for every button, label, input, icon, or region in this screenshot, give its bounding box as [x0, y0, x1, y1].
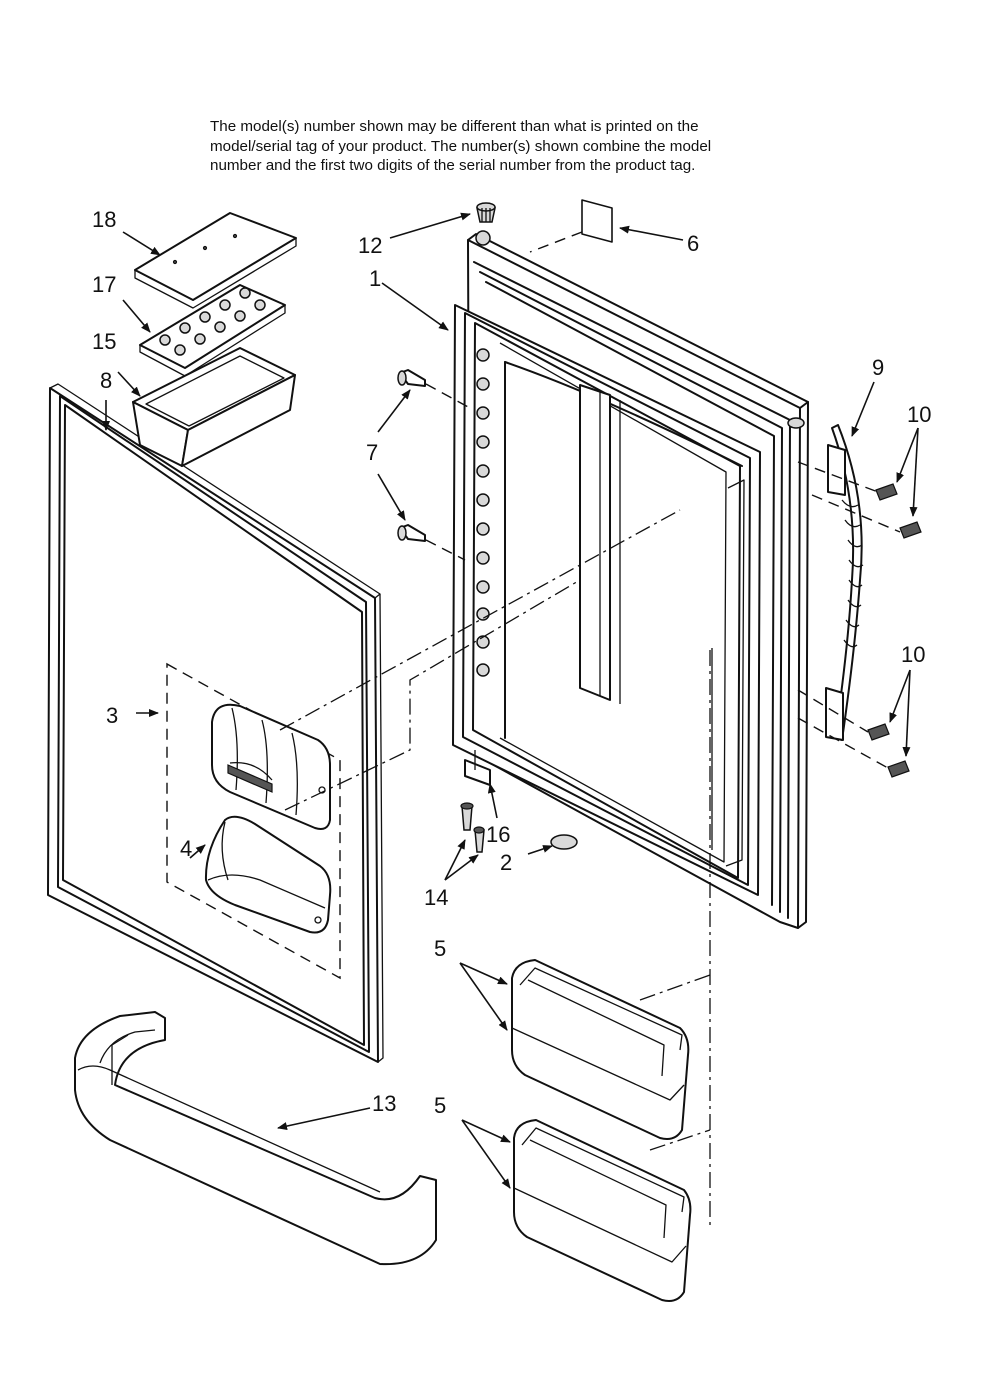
callout-14: 14 [424, 885, 448, 910]
note-line-3: number and the first two digits of the s… [210, 157, 696, 174]
hinge-cap [550, 834, 578, 850]
handle-screws [867, 483, 922, 778]
door-plug [476, 202, 496, 223]
callout-7: 7 [366, 440, 378, 465]
gasket-holes [476, 348, 490, 677]
callout-13: 13 [372, 1091, 396, 1116]
door-handle [825, 424, 864, 741]
note-line-1: The model(s) number shown may be differe… [210, 118, 699, 135]
callout-18: 18 [92, 207, 116, 232]
callout-10-lower: 10 [901, 642, 925, 667]
callout-5-lower: 5 [434, 1093, 446, 1118]
dairy-bin [132, 347, 296, 467]
callout-3: 3 [106, 703, 118, 728]
egg-tray [139, 284, 286, 377]
door-bin-upper [511, 959, 690, 1140]
callout-12: 12 [358, 233, 382, 258]
note-line-2: model/serial tag of your product. The nu… [210, 137, 712, 155]
callout-17: 17 [92, 272, 116, 297]
hinge-screws [460, 802, 485, 853]
model-number-note: The model(s) number shown may be differe… [210, 117, 810, 176]
callout-2: 2 [500, 850, 512, 875]
callout-6: 6 [687, 231, 699, 256]
model-label-plate [581, 199, 613, 243]
callout-9: 9 [872, 355, 884, 380]
callout-16: 16 [486, 822, 510, 847]
dispenser-tray [204, 815, 332, 934]
door-panel [452, 230, 809, 929]
dairy-cover [134, 212, 297, 309]
door-shelf [74, 1011, 437, 1266]
callout-8: 8 [100, 368, 112, 393]
callout-1: 1 [369, 266, 381, 291]
callout-10-upper: 10 [907, 402, 931, 427]
dispenser-housing [211, 703, 331, 830]
liner-screws [397, 369, 426, 542]
callout-5-upper: 5 [434, 936, 446, 961]
callout-15: 15 [92, 329, 116, 354]
door-bin-lower [513, 1119, 692, 1302]
callout-4: 4 [180, 836, 192, 861]
